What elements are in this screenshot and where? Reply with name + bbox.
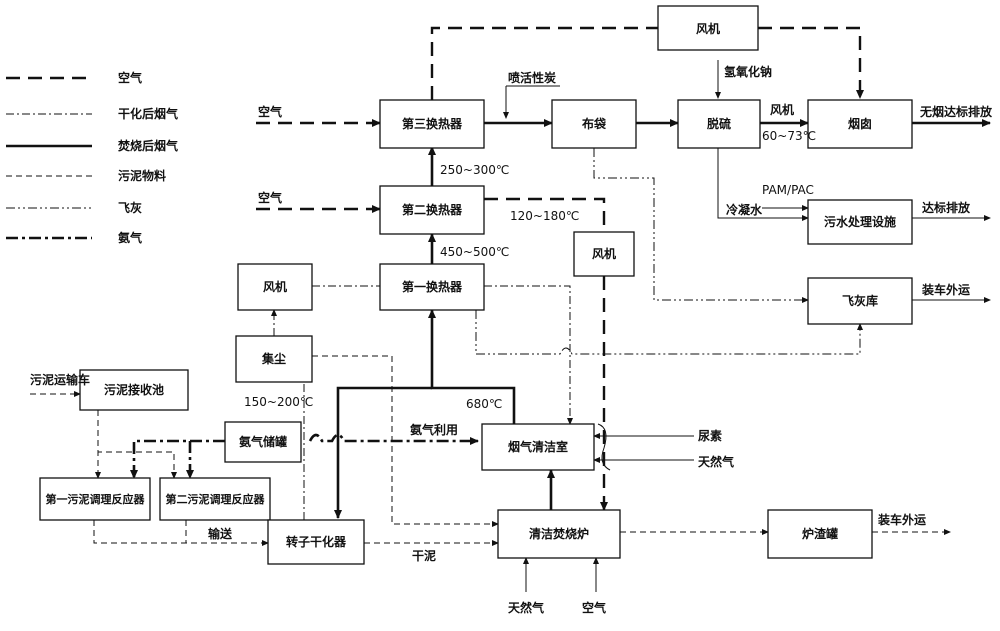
fan-top-box [657,5,759,51]
connections [30,26,991,592]
discharge-water-label: 达标排放 [922,200,971,215]
annotations: 空气 空气 喷活性炭 氢氧化钠 风机 60~73℃ 无烟达标排放 250~300… [30,64,993,615]
dust-box [235,335,313,383]
flyash-store-box [807,277,913,325]
naoh-label: 氢氧化钠 [724,64,772,79]
fan-left-box [237,263,313,311]
nh3-tank-box [224,421,302,463]
truck-out1-label: 装车外运 [921,282,970,297]
activated-carbon-label: 喷活性炭 [508,70,556,85]
dryer-box [267,519,365,565]
bag-label: 布袋 [582,116,607,131]
flue-room-to-hx1 [428,309,516,424]
dryer-label: 转子干化器 [286,534,347,549]
truck-out2-label: 装车外运 [877,512,926,527]
legend-flue-gas-label: 焚烧后烟气 [117,138,178,153]
legend: 空气 干化后烟气 焚烧后烟气 污泥物料 飞灰 氨气 [6,70,178,245]
fan-mid-label: 风机 [592,246,616,261]
dust-label: 集尘 [261,351,286,366]
hx1-box [379,263,485,311]
condensate-to-sewage [717,148,809,221]
nh3-tank-label: 氨气储罐 [239,434,287,449]
fan-desulf-label: 风机 [770,102,794,117]
air-in-hx2-label: 空气 [258,190,282,205]
discharge-smoke-label: 无烟达标排放 [919,104,993,119]
hx2-box [379,185,485,235]
air-hx2-to-fan [484,197,606,232]
furnace-label: 清洁焚烧炉 [529,526,589,541]
temp-6073-label: 60~73℃ [762,129,816,143]
temp-150200-label: 150~200℃ [244,395,313,409]
air-furnace-label: 空气 [582,600,606,615]
purify-room-box [481,423,595,471]
nh3-use-label: 氨气利用 [410,422,458,437]
condensate-label: 冷凝水 [726,202,763,217]
hx2-label: 第二换热器 [402,202,463,217]
natgas-room-label: 天然气 [698,454,734,469]
legend-air-label: 空气 [118,70,142,85]
reactor1-box [39,477,151,521]
nh3-tank-to-reactor1 [130,439,225,479]
nh3-tank-to-room [308,433,479,445]
receiving-pool-label: 污泥接收池 [104,382,164,397]
slag-tank-box [767,509,873,559]
legend-fly-ash-label: 飞灰 [118,200,142,215]
bag-box [551,99,637,149]
temp-120180-label: 120~180℃ [510,209,579,223]
slag-tank-label: 炉渣罐 [802,526,838,541]
sewage-box [807,199,913,245]
air-fan-to-chimney [758,26,864,99]
convey-label: 输送 [208,526,233,541]
chimney-label: 烟囱 [848,116,872,131]
dry-sludge-label: 干泥 [412,549,436,563]
pam-pac-label: PAM/PAC [762,183,814,197]
reactor1-label: 第一污泥调理反应器 [46,492,146,506]
room-bracket [597,423,611,471]
legend-sludge-label: 污泥物料 [118,168,166,183]
reactor2-label: 第二污泥调理反应器 [166,492,266,506]
hx1-label: 第一换热器 [402,279,463,294]
reactor2-box [159,477,271,521]
sludge-pool-to-reactor2 [97,410,177,479]
hx3-label: 第三换热器 [402,116,463,131]
dry-hx1-to-room [484,285,573,425]
ash-bag-to-store [593,148,809,303]
hx3-box [379,99,485,149]
fan-mid-box [573,231,635,277]
sludge-reactors-to-dryer [93,520,269,546]
urea-label: 尿素 [698,428,722,443]
purify-room-label: 烟气清洁室 [508,439,568,454]
temp-250300-label: 250~300℃ [440,163,509,177]
desulf-box [677,99,761,149]
fan-left-label: 风机 [263,279,287,294]
receiving-pool-box [79,369,189,411]
sewage-label: 污水处理设施 [824,214,896,229]
legend-ammonia-label: 氨气 [118,230,142,245]
ash-hx1-to-store [475,310,863,355]
nodes: 风机 第三换热器 布袋 脱硫 烟囱 第二换热器 污水处理设施 风机 风机 第一换… [39,5,913,565]
flue-to-dryer [334,386,432,519]
flyash-store-label: 飞灰库 [842,293,878,308]
fan-top-label: 风机 [696,21,720,36]
chimney-box [807,99,913,149]
sludge-truck-label: 污泥运输车 [30,372,90,387]
temp-680-label: 680℃ [466,397,502,411]
legend-dried-gas-label: 干化后烟气 [118,106,178,121]
natgas-furnace-label: 天然气 [508,600,544,615]
air-hx3-to-fan [430,26,658,100]
furnace-box [497,509,621,559]
temp-450500-label: 450~500℃ [440,245,509,259]
desulf-label: 脱硫 [707,116,731,131]
air-in-hx3-label: 空气 [258,104,282,119]
